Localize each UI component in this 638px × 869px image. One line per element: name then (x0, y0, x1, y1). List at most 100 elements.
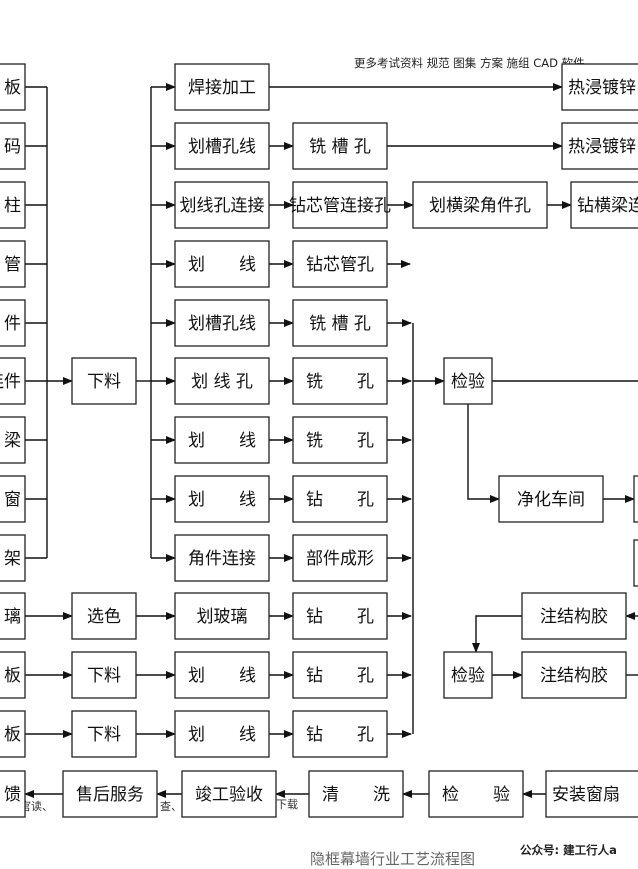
node-hua_xian_2: 划 线 (174, 416, 270, 464)
node-xi_caokong_2: 铣 槽 孔 (292, 299, 388, 347)
node-left-4-label: 件 (4, 314, 21, 334)
node-zhu_jiegou_1-label: 注结构胶 (540, 607, 608, 627)
node-hua_xian_4-frame (174, 651, 270, 699)
node-edge-1-frame (633, 475, 638, 523)
node-hua_xiankong_lianjie: 划线孔连接 (174, 181, 270, 229)
node-hua_xian_5-frame (174, 710, 270, 758)
node-zuan_kong_3: 钻 孔 (292, 651, 388, 699)
node-jungong: 竣工验收 (181, 770, 277, 818)
node-hua_xian_1: 划 线 (174, 240, 270, 288)
connector-46 (467, 404, 500, 503)
node-xialiao_3-frame (71, 710, 137, 758)
node-hua_hengliang-label: 划横梁角件孔 (429, 196, 531, 216)
node-left-5: 连件 (0, 357, 26, 405)
node-zuan_xinguan-frame (292, 240, 388, 288)
node-anzhuang: 安装窗扇 (545, 770, 638, 818)
node-qingxi: 清 洗 (308, 770, 404, 818)
node-zuan_kong_2: 钻 孔 (292, 592, 388, 640)
node-hua_xiankong_lianjie-label: 划线孔连接 (180, 196, 265, 216)
node-rejin2-label: 热浸镀锌 (568, 137, 636, 157)
node-zuan_xinguan-label: 钻芯管孔 (306, 255, 374, 275)
node-hua_caokong_2: 划槽孔线 (174, 299, 270, 347)
node-left-7-frame (0, 475, 26, 523)
node-jianyan_3: 检 验 (428, 770, 524, 818)
node-jungong-frame (181, 770, 277, 818)
node-anzhuang-frame (545, 770, 638, 818)
node-left-9-label: 璃 (4, 607, 21, 627)
node-hua_caokong_1-frame (174, 122, 270, 170)
node-hua_boli-frame (174, 592, 270, 640)
footer-fragment-3: 下载 (276, 798, 298, 811)
node-qingxi-label: 清 洗 (322, 785, 390, 805)
node-left-10-frame (0, 651, 26, 699)
node-rejin1-label: 热浸镀锌 (568, 78, 636, 98)
node-left-11: 板 (0, 710, 26, 758)
node-left-0-frame (0, 63, 26, 111)
node-hua_xian_5: 划 线 (174, 710, 270, 758)
node-jianyan_3-label: 检 验 (442, 785, 510, 805)
node-hua_xian_3: 划 线 (174, 475, 270, 523)
node-left-12-frame (0, 770, 26, 818)
node-xi_caokong_1-label: 铣 槽 孔 (309, 137, 371, 157)
node-hua_hengliang: 划横梁角件孔 (412, 181, 548, 229)
node-zuan_hengliang: 钻横梁连接孔 (570, 181, 638, 229)
node-left-10-label: 板 (4, 666, 21, 686)
node-left-2-frame (0, 181, 26, 229)
connector-58 (472, 615, 522, 653)
node-anzhuang-label: 安装窗扇 (552, 785, 620, 805)
node-hua_xian_4: 划 线 (174, 651, 270, 699)
node-jianyan_2-frame (443, 651, 493, 699)
node-xialiao_3: 下料 (71, 710, 137, 758)
node-left-2-label: 柱 (4, 196, 21, 216)
node-xi_kong_1: 铣 孔 (292, 357, 388, 405)
node-zuan_kong_4: 钻 孔 (292, 710, 388, 758)
node-hua_xian_1-label: 划 线 (188, 255, 256, 275)
footer-fragment-1: 官读、 (20, 800, 53, 813)
node-shouhou-label: 售后服务 (76, 785, 144, 805)
node-hua_xian_1-frame (174, 240, 270, 288)
node-zuan_kong_2-label: 钻 孔 (306, 607, 374, 627)
node-jiaojian-label: 角件连接 (188, 549, 256, 569)
node-left-0: 板 (0, 63, 26, 111)
node-hua_caokong_2-frame (174, 299, 270, 347)
node-left-7: 窗 (0, 475, 26, 523)
node-jianyan_3-frame (428, 770, 524, 818)
node-jinghua-label: 净化车间 (517, 490, 585, 510)
node-jianyan_2-label: 检验 (451, 666, 485, 686)
node-zuan_kong_2-frame (292, 592, 388, 640)
node-left-11-label: 板 (4, 725, 21, 745)
node-left-11-frame (0, 710, 26, 758)
node-zuan_xinguan_lianjie-frame (292, 181, 388, 229)
node-jianyan_1: 检验 (443, 357, 493, 405)
node-zuan_xinguan_lianjie: 钻芯管连接孔 (289, 181, 391, 229)
node-shouhou: 售后服务 (62, 770, 158, 818)
node-hua_xian_3-label: 划 线 (188, 490, 256, 510)
node-left-4: 件 (0, 299, 26, 347)
node-hua_xiankong: 划 线 孔 (174, 357, 270, 405)
node-xialiao_2-label: 下料 (87, 666, 121, 686)
node-left-3: 管 (0, 240, 26, 288)
node-zhu_jiegou_2-frame (521, 651, 627, 699)
node-left-0-label: 板 (4, 78, 21, 98)
node-xi_kong_2-frame (292, 416, 388, 464)
node-xi_caokong_1: 铣 槽 孔 (292, 122, 388, 170)
node-rejin1: 热浸镀锌 (561, 63, 638, 111)
node-jiaojian: 角件连接 (174, 534, 270, 582)
node-zuan_kong_1: 钻 孔 (292, 475, 388, 523)
node-xuanse-label: 选色 (87, 607, 121, 627)
node-left-3-label: 管 (4, 255, 21, 275)
node-zuan_kong_4-label: 钻 孔 (306, 725, 374, 745)
node-zhu_jiegou_2-label: 注结构胶 (540, 666, 608, 686)
node-hua_xiankong-frame (174, 357, 270, 405)
node-xialiao_2-frame (71, 651, 137, 699)
node-edge-1 (633, 475, 638, 523)
node-hanjie-label: 焊接加工 (188, 78, 256, 98)
node-hua_boli: 划玻璃 (174, 592, 270, 640)
node-zuan_xinguan: 钻芯管孔 (292, 240, 388, 288)
node-left-6: 梁 (0, 416, 26, 464)
node-jinghua: 净化车间 (498, 475, 604, 523)
node-shouhou-frame (62, 770, 158, 818)
node-left-9-frame (0, 592, 26, 640)
node-hua_xiankong-label: 划 线 孔 (191, 372, 253, 392)
